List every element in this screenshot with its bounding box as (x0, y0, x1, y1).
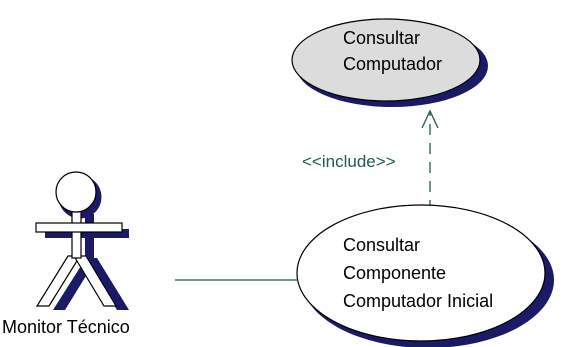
arrowhead-icon (421, 109, 439, 129)
use-case-label-line: Computador (343, 54, 442, 74)
use-case-ellipse (291, 18, 481, 102)
use-case-consultar-componente[interactable]: Consultar Componente Computador Inicial (296, 204, 554, 347)
actor-monitor-tecnico[interactable]: Monitor Técnico (2, 171, 130, 337)
include-stereotype-label: <<include>> (302, 152, 396, 171)
use-case-ellipse (296, 204, 546, 342)
actor-label: Monitor Técnico (2, 317, 130, 337)
use-case-label-line: Consultar (343, 28, 420, 48)
use-case-label-line: Consultar (343, 235, 420, 255)
use-case-label-line: Computador Inicial (343, 291, 493, 311)
stick-figure-icon (35, 171, 123, 307)
include-dependency[interactable]: <<include>> (302, 109, 439, 211)
use-case-consultar-computador[interactable]: Consultar Computador (291, 18, 488, 107)
use-case-label-line: Componente (343, 263, 446, 283)
